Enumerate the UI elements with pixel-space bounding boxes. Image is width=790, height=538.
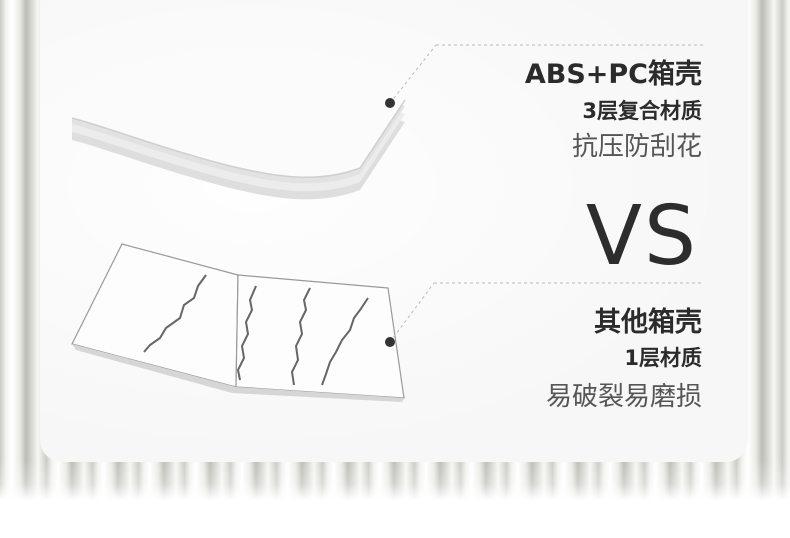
bottom-material-desc: 易破裂易磨损	[545, 382, 702, 412]
top-material-subtitle: 3层复合材质	[582, 99, 702, 123]
top-material-desc: 抗压防刮花	[571, 132, 702, 162]
layered-sheet-illustration	[71, 56, 406, 200]
cracked-panel-illustration	[71, 243, 405, 402]
crack-2	[236, 285, 257, 381]
crack-1	[143, 274, 207, 353]
top-callout-dot	[385, 98, 395, 108]
top-material-title: ABS+PC箱壳	[524, 59, 702, 90]
crack-4	[321, 297, 369, 386]
panel-left-fold	[71, 243, 239, 388]
panel-thickness-right	[232, 387, 404, 402]
sheet-top	[72, 56, 405, 178]
panel-thickness	[72, 344, 236, 393]
bottom-material-title: 其他箱壳	[594, 307, 702, 338]
sheet-edge	[71, 99, 406, 179]
bottom-callout	[385, 282, 704, 347]
bottom-callout-diagonal	[389, 282, 435, 343]
panel-right-fold	[235, 274, 405, 399]
top-callout	[385, 44, 704, 108]
ribs-fade	[0, 460, 790, 500]
bottom-callout-dot	[385, 337, 395, 347]
top-callout-diagonal	[389, 44, 437, 104]
vs-label: VS	[585, 189, 698, 284]
bottom-material-subtitle: 1层材质	[624, 346, 702, 370]
crack-3	[290, 287, 311, 386]
